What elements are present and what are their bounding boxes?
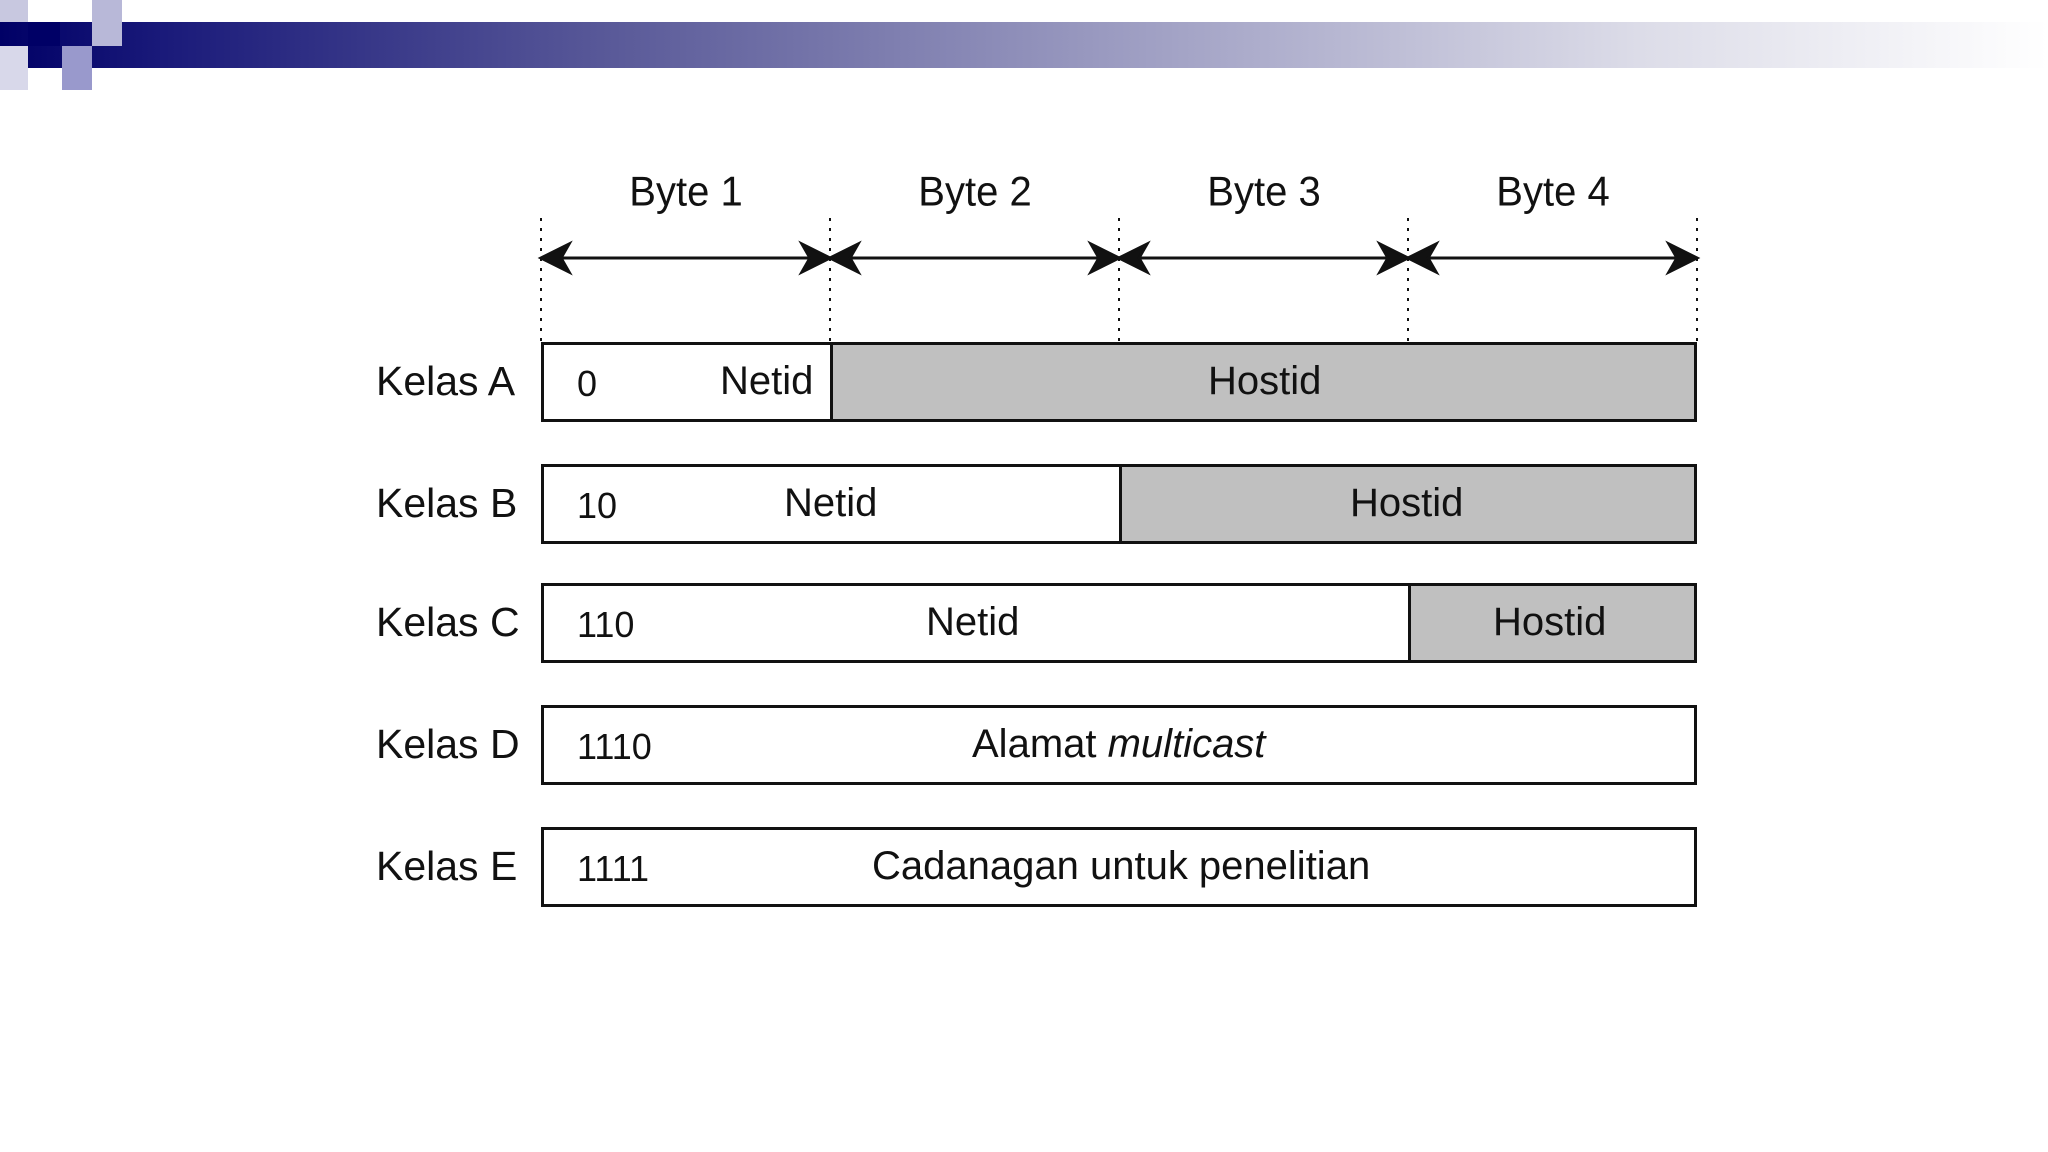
arrowhead bbox=[826, 240, 862, 276]
class-c-hostid-segment: Hostid bbox=[1408, 586, 1694, 660]
arrowhead bbox=[537, 240, 573, 276]
arrowhead bbox=[1376, 240, 1412, 276]
class-d-prefix: 1110 bbox=[577, 726, 652, 767]
class-e-description: Cadanagan untuk penelitian bbox=[872, 844, 1371, 888]
byte-label-4: Byte 4 bbox=[1496, 168, 1610, 216]
class-a-row: 0 Netid Hostid bbox=[541, 342, 1697, 422]
logo-square-light-5 bbox=[0, 46, 28, 90]
class-b-prefix: 10 bbox=[577, 485, 618, 526]
byte-label-1: Byte 1 bbox=[629, 168, 743, 216]
arrowhead bbox=[1115, 240, 1151, 276]
arrowhead bbox=[1087, 240, 1123, 276]
byte-label-2: Byte 2 bbox=[918, 168, 1032, 216]
class-a-hostid-segment: Hostid bbox=[830, 345, 1694, 419]
class-e-row: 1111 Cadanagan untuk penelitian bbox=[541, 827, 1697, 907]
logo-square-light-1 bbox=[0, 0, 28, 22]
class-e-prefix: 1111 bbox=[577, 848, 650, 889]
class-label-b: Kelas B bbox=[376, 480, 518, 526]
arrowhead bbox=[1665, 240, 1701, 276]
arrowhead bbox=[1404, 240, 1440, 276]
class-c-row: 110 Netid Hostid bbox=[541, 583, 1697, 663]
class-label-a: Kelas A bbox=[376, 358, 516, 404]
class-b-row: 10 Netid Hostid bbox=[541, 464, 1697, 544]
class-d-description: Alamat multicast bbox=[972, 722, 1265, 767]
class-c-hostid: Hostid bbox=[1493, 600, 1607, 644]
class-d-text-plain: Alamat bbox=[972, 722, 1108, 766]
class-label-d: Kelas D bbox=[376, 721, 520, 767]
class-c-netid: Netid bbox=[926, 600, 1020, 644]
class-a-hostid: Hostid bbox=[1208, 359, 1322, 403]
class-c-prefix: 110 bbox=[577, 604, 635, 645]
class-b-hostid-segment: Hostid bbox=[1119, 467, 1694, 541]
logo-square-light-2 bbox=[92, 0, 122, 46]
class-b-hostid: Hostid bbox=[1350, 481, 1464, 525]
logo-square-light-4 bbox=[62, 68, 92, 90]
byte-label-3: Byte 3 bbox=[1207, 168, 1321, 216]
logo-square-light-3 bbox=[62, 46, 92, 68]
class-d-text-italic: multicast bbox=[1107, 722, 1266, 766]
class-a-netid: Netid bbox=[720, 359, 814, 403]
class-d-row: 1110 Alamat multicast bbox=[541, 705, 1697, 785]
logo-square-dark bbox=[28, 22, 60, 46]
class-label-c: Kelas C bbox=[376, 599, 520, 645]
class-a-prefix: 0 bbox=[577, 363, 598, 404]
class-label-e: Kelas E bbox=[376, 843, 518, 889]
class-b-netid: Netid bbox=[784, 481, 878, 525]
arrowhead bbox=[798, 240, 834, 276]
title-bar bbox=[0, 22, 2048, 68]
